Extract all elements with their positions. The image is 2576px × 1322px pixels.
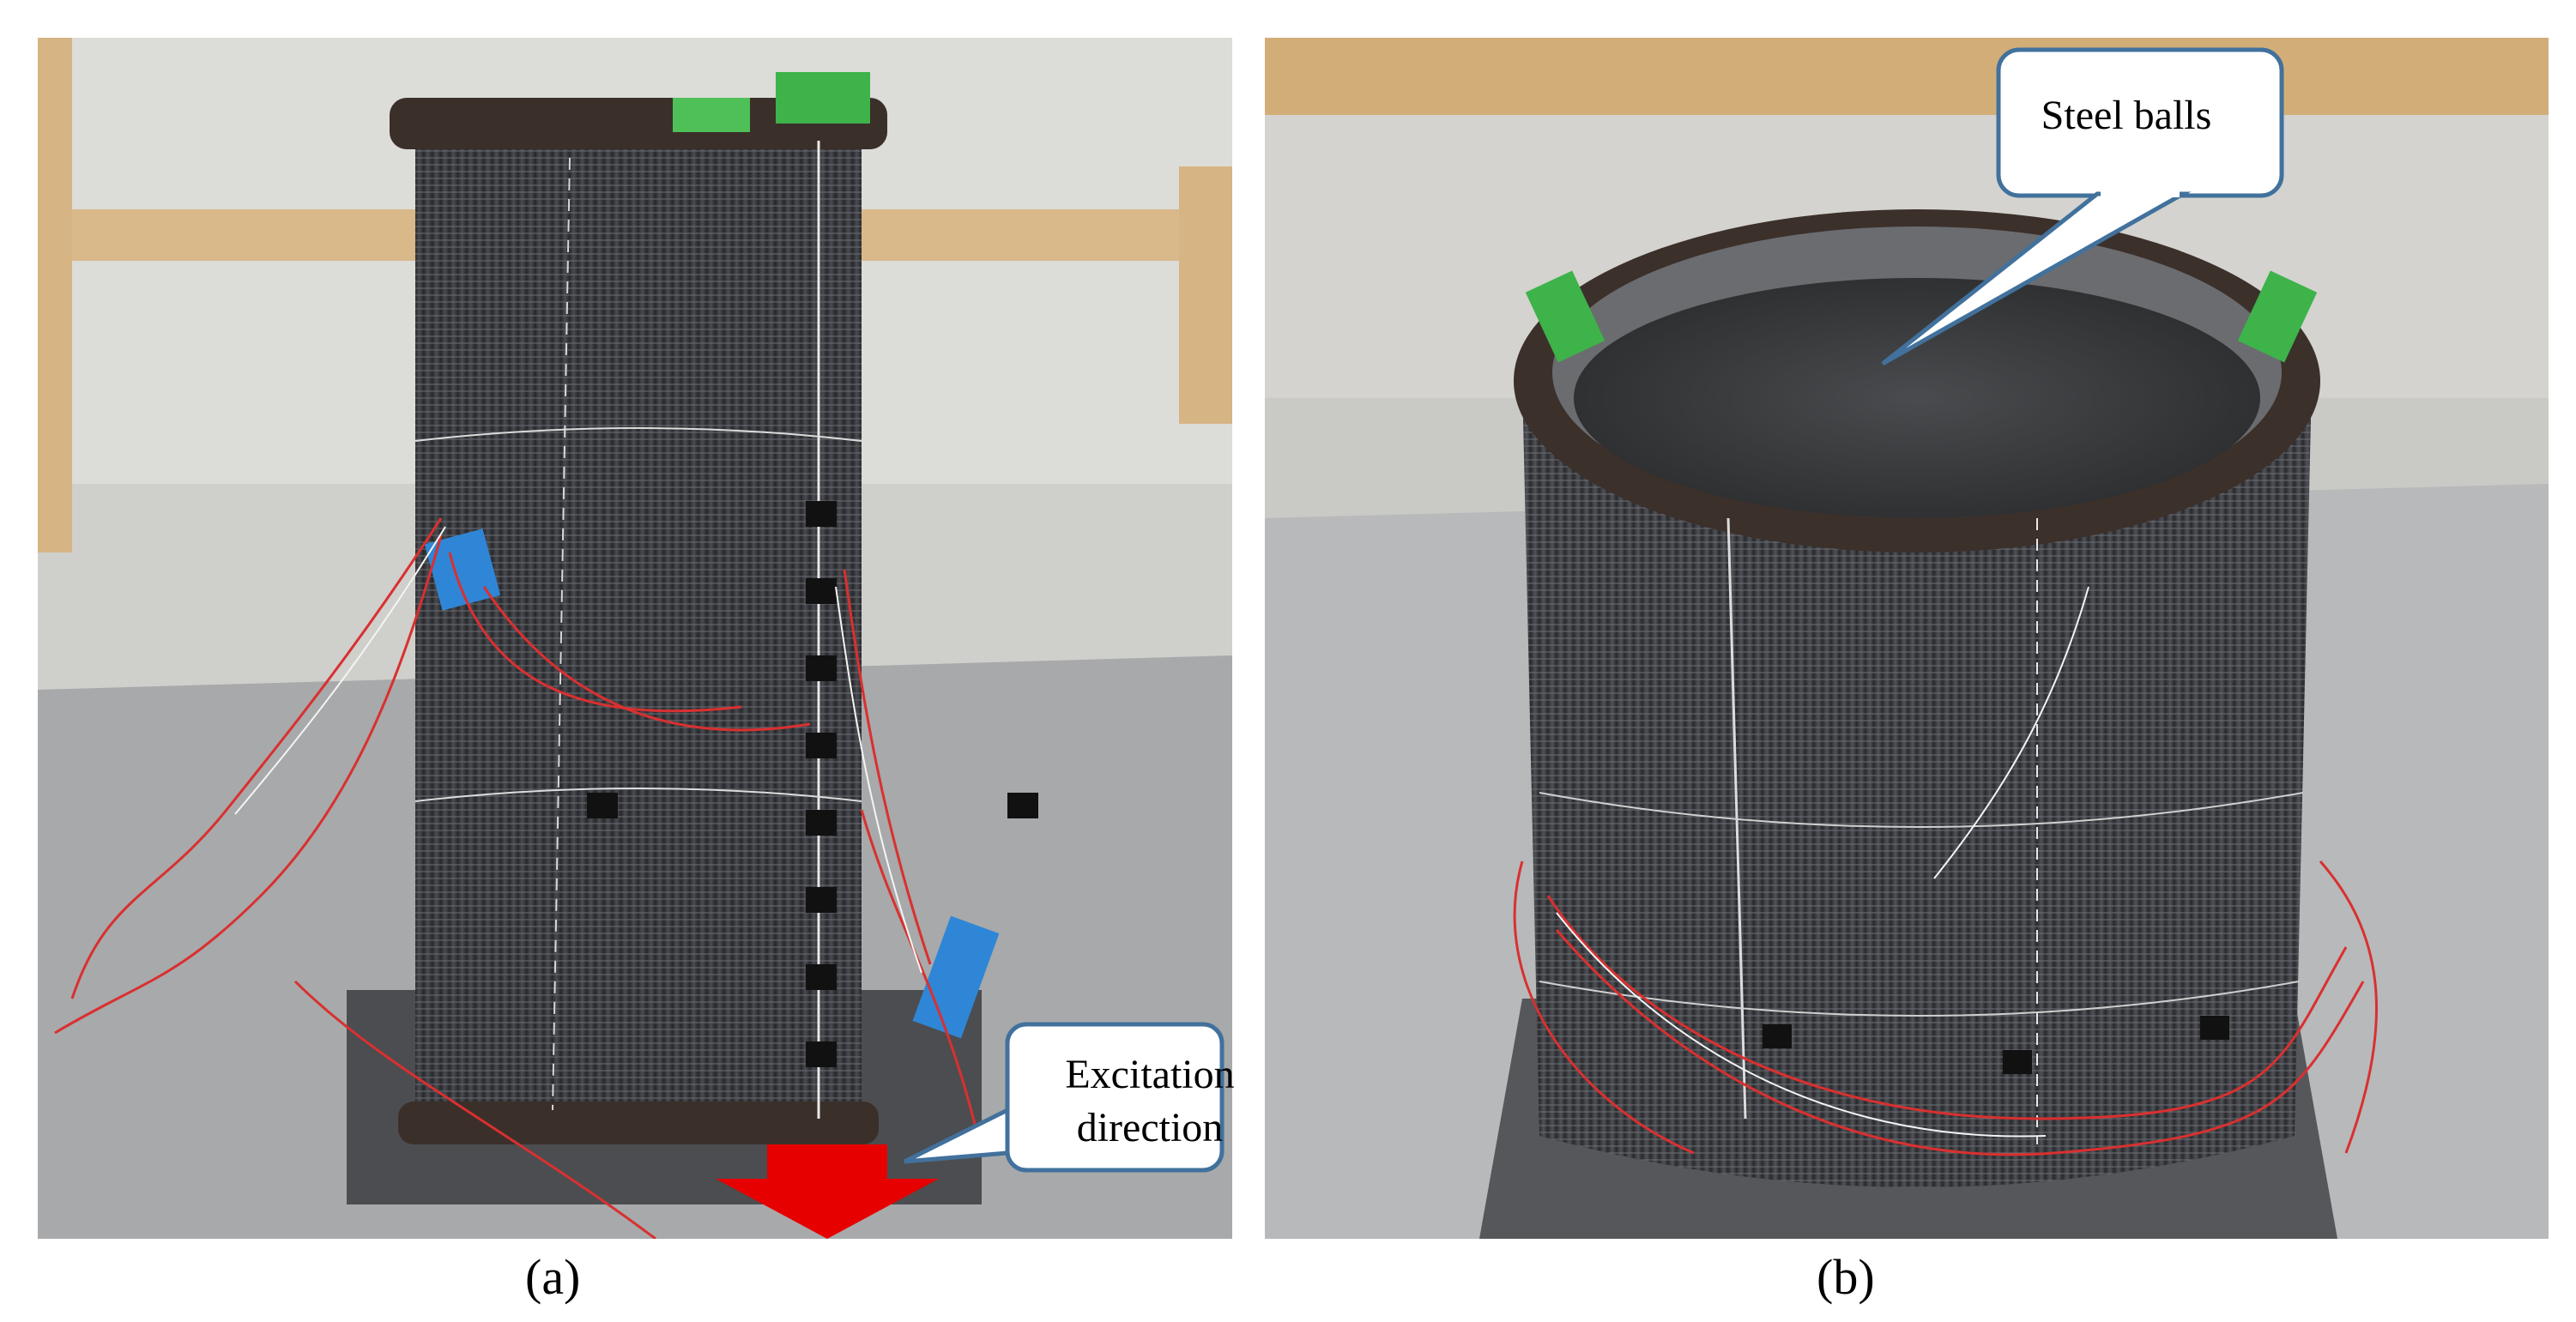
steel-balls-label: Steel balls [2041, 93, 2212, 138]
excitation-arrow [716, 1144, 939, 1239]
caption-b: (b) [1817, 1249, 1875, 1305]
excitation-label-line2: direction [1076, 1105, 1224, 1150]
photo-panel-b [1265, 38, 2549, 1239]
caption-a: (a) [525, 1249, 581, 1305]
excitation-label-line1: Excitation [1065, 1052, 1235, 1097]
steel-balls-surface [1574, 278, 2260, 518]
photo-b-illustration [1265, 38, 2549, 1239]
photo-panel-a [38, 38, 1232, 1239]
photo-a-illustration [38, 38, 1232, 1239]
excitation-callout: Excitation direction [1013, 1048, 1287, 1155]
excitation-callout-box [1005, 1022, 1225, 1173]
steel-balls-callout: Steel balls [2015, 89, 2238, 142]
